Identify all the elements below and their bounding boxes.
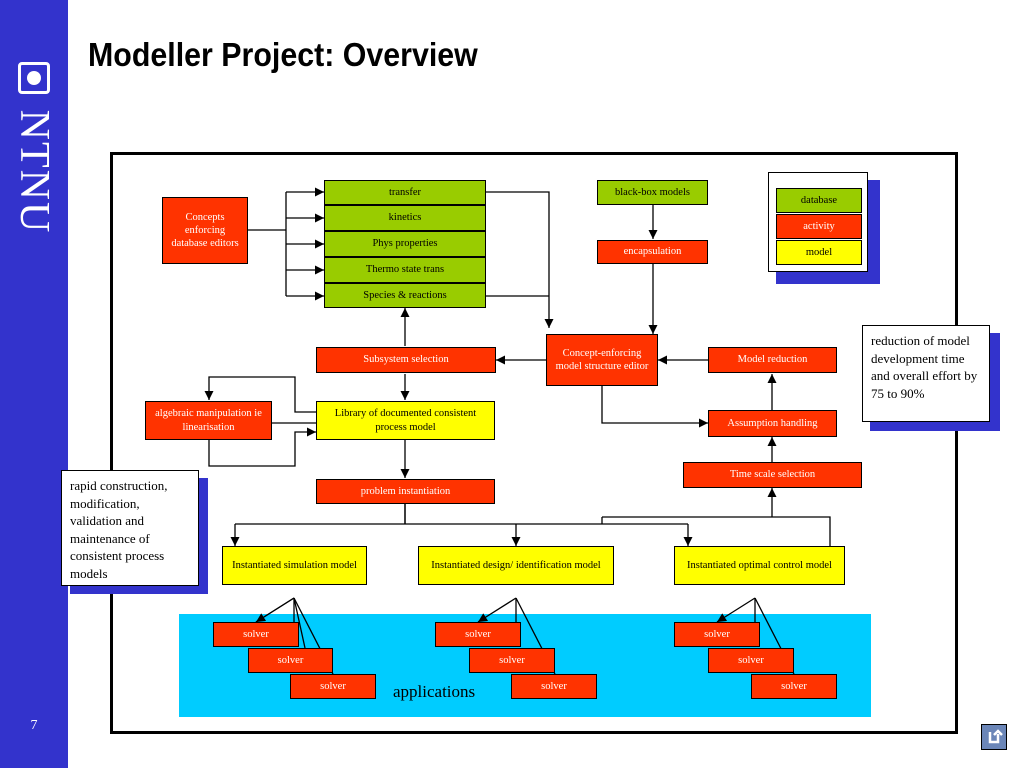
solver-3b: solver <box>708 648 794 673</box>
box-concepts-editors: Concepts enforcing database editors <box>162 197 248 264</box>
note-rapid-construction: rapid construction, modification, valida… <box>61 470 199 586</box>
box-phys-properties: Phys properties <box>324 231 486 257</box>
box-instantiated-design: Instantiated design/ identification mode… <box>418 546 614 585</box>
box-instantiated-simulation: Instantiated simulation model <box>222 546 367 585</box>
box-model-reduction: Model reduction <box>708 347 837 373</box>
note-reduction: reduction of model development time and … <box>862 325 990 422</box>
box-concept-editor: Concept-enforcing model structure editor <box>546 334 658 386</box>
solver-2b: solver <box>469 648 555 673</box>
box-instantiated-optimal: Instantiated optimal control model <box>674 546 845 585</box>
box-species-reactions: Species & reactions <box>324 283 486 308</box>
solver-1c: solver <box>290 674 376 699</box>
box-encapsulation: encapsulation <box>597 240 708 264</box>
solver-2a: solver <box>435 622 521 647</box>
slide-title: Modeller Project: Overview <box>88 36 478 73</box>
box-subsystem-selection: Subsystem selection <box>316 347 496 373</box>
box-algebraic-manipulation: algebraic manipulation ie linearisation <box>145 401 272 440</box>
sidebar: NTNU 7 <box>0 0 68 768</box>
solver-2c: solver <box>511 674 597 699</box>
box-problem-instantiation: problem instantiation <box>316 479 495 504</box>
page-number: 7 <box>30 718 38 733</box>
return-arrow-icon <box>988 729 1003 744</box>
diagram-frame <box>110 152 958 734</box>
solver-1a: solver <box>213 622 299 647</box>
legend-database: database <box>776 188 862 213</box>
solver-1b: solver <box>248 648 333 673</box>
applications-label: applications <box>393 682 476 701</box>
legend-model: model <box>776 240 862 265</box>
box-time-scale-selection: Time scale selection <box>683 462 862 488</box>
box-kinetics: kinetics <box>324 205 486 231</box>
box-thermo-state: Thermo state trans <box>324 257 486 283</box>
box-assumption-handling: Assumption handling <box>708 410 837 437</box>
box-library: Library of documented consistent process… <box>316 401 495 440</box>
legend-activity: activity <box>776 214 862 239</box>
solver-3c: solver <box>751 674 837 699</box>
solver-3a: solver <box>674 622 760 647</box>
box-black-box-models: black-box models <box>597 180 708 205</box>
box-transfer: transfer <box>324 180 486 205</box>
return-button[interactable] <box>981 724 1007 750</box>
ntnu-logo-icon <box>18 62 50 94</box>
